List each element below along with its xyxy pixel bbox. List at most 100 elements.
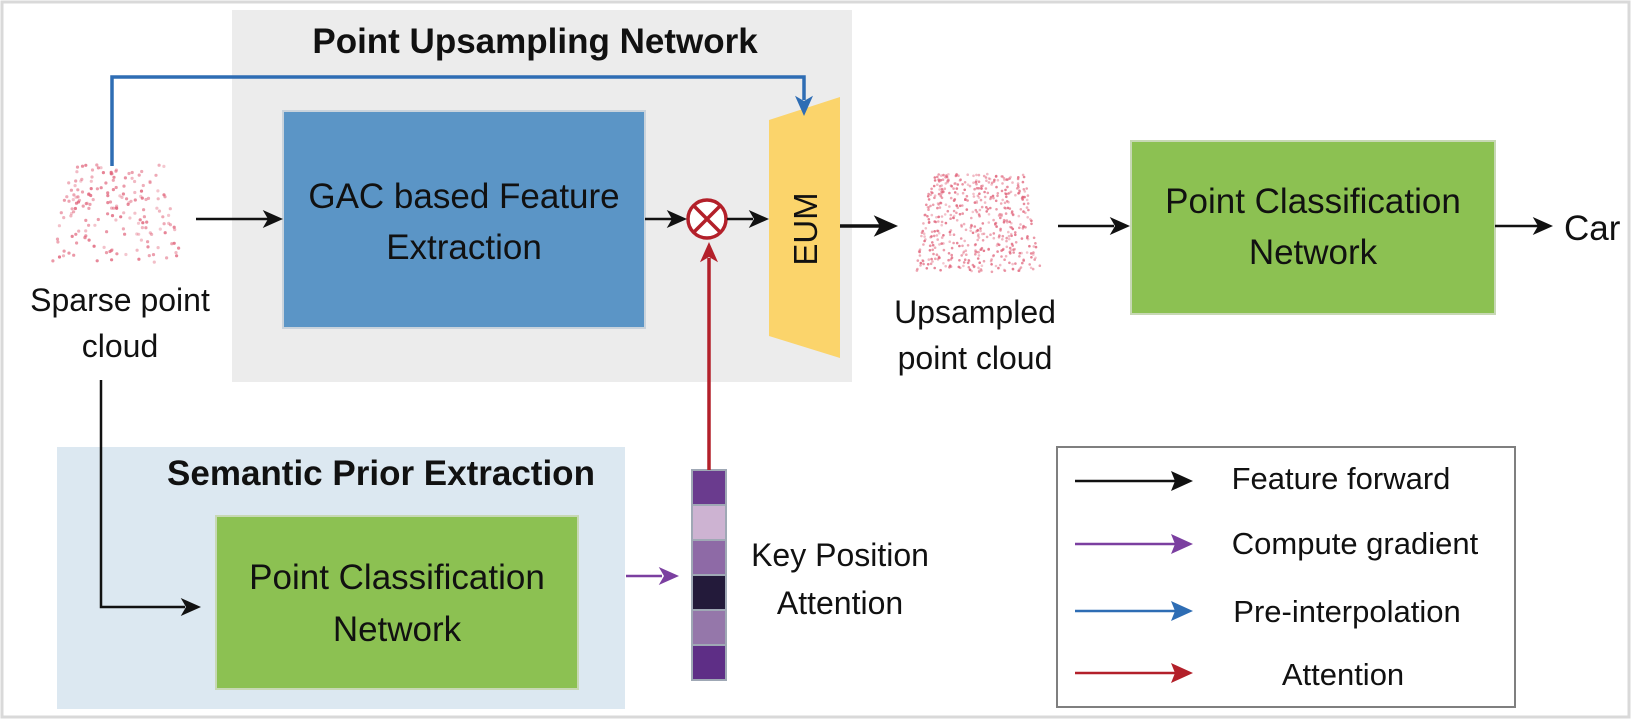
point — [168, 223, 172, 227]
point — [1025, 206, 1029, 209]
point — [118, 194, 122, 198]
gac-feature-extraction-block — [282, 110, 646, 329]
point — [964, 198, 967, 201]
point — [114, 185, 118, 190]
point — [1002, 218, 1006, 222]
point — [964, 249, 968, 252]
point — [940, 220, 944, 224]
point — [992, 236, 996, 240]
point — [1008, 220, 1011, 224]
point — [1009, 248, 1013, 252]
point — [937, 256, 941, 259]
point — [919, 264, 922, 267]
point — [994, 199, 998, 203]
point — [1008, 225, 1012, 229]
point — [989, 259, 993, 263]
point — [1010, 226, 1013, 229]
point — [155, 206, 159, 210]
point — [987, 177, 991, 180]
point — [977, 236, 981, 239]
point — [1005, 239, 1008, 243]
point — [152, 260, 156, 264]
point — [72, 193, 76, 197]
point — [922, 222, 925, 225]
point — [960, 225, 963, 228]
point — [975, 200, 979, 203]
point — [987, 181, 991, 184]
point — [918, 254, 922, 257]
point — [939, 194, 943, 198]
point — [1017, 186, 1020, 189]
legend-label-compute-gradient: Compute gradient — [1232, 526, 1479, 561]
point — [95, 259, 99, 263]
point — [929, 235, 932, 239]
point — [1000, 189, 1004, 193]
point — [927, 192, 930, 196]
point — [974, 249, 977, 252]
point — [996, 178, 1000, 182]
point — [126, 202, 130, 206]
point — [1007, 237, 1011, 241]
upsampling-panel-title: Point Upsampling Network — [312, 22, 758, 61]
point — [972, 265, 976, 269]
point — [985, 206, 988, 209]
point — [1012, 251, 1015, 254]
point — [974, 253, 977, 256]
point — [1018, 269, 1021, 272]
point — [80, 164, 85, 168]
point — [939, 268, 942, 272]
point — [916, 259, 920, 262]
point — [1023, 190, 1027, 193]
point — [162, 193, 166, 197]
point — [933, 179, 937, 182]
point — [1021, 195, 1025, 199]
point — [168, 207, 172, 211]
point — [59, 211, 63, 215]
point — [162, 164, 166, 168]
point — [141, 221, 145, 225]
point — [154, 173, 158, 177]
point — [992, 180, 996, 183]
point — [980, 187, 983, 190]
point — [133, 211, 137, 215]
point — [1000, 255, 1003, 258]
point — [108, 200, 113, 204]
point — [952, 209, 956, 213]
point — [975, 173, 978, 177]
point — [111, 178, 115, 182]
point — [941, 178, 945, 181]
point — [948, 191, 951, 195]
point — [948, 266, 951, 269]
sparse-point-cloud-label-line1: Sparse point — [30, 282, 210, 318]
point — [942, 248, 946, 252]
point — [961, 244, 964, 248]
point — [110, 214, 115, 218]
point — [1032, 245, 1036, 248]
point — [1022, 225, 1025, 228]
point — [1026, 216, 1029, 219]
multiply-node-icon — [686, 198, 728, 240]
point — [75, 170, 79, 174]
point — [133, 190, 137, 195]
point — [982, 259, 986, 263]
attention-cell — [691, 574, 727, 611]
point — [937, 173, 940, 176]
point — [80, 190, 85, 194]
point — [139, 189, 144, 193]
gac-block-label-line2: Extraction — [386, 228, 542, 267]
arrowhead — [748, 210, 769, 228]
point — [977, 250, 980, 254]
point — [947, 173, 950, 176]
semantic-panel-title: Semantic Prior Extraction — [167, 454, 595, 493]
point — [1002, 247, 1005, 251]
point — [948, 233, 952, 236]
point — [139, 194, 143, 198]
point — [974, 243, 977, 246]
point — [90, 168, 95, 172]
point — [976, 234, 980, 238]
point — [920, 234, 923, 238]
point — [936, 175, 939, 179]
point — [1028, 244, 1031, 248]
point — [121, 192, 125, 196]
point — [96, 166, 100, 170]
